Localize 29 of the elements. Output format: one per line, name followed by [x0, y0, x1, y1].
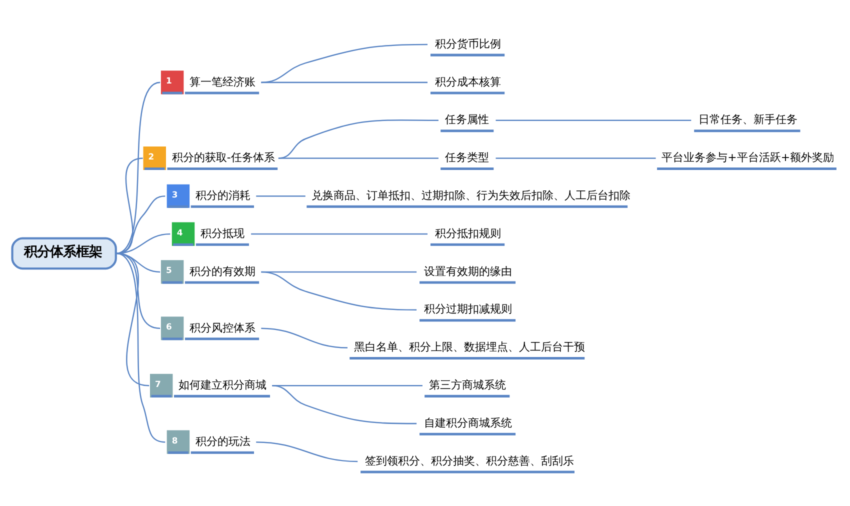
- node-text: 设置有效期的缘由: [424, 264, 512, 278]
- connector: [251, 233, 428, 235]
- connector: [256, 441, 358, 462]
- connector: [278, 119, 438, 159]
- node-box: 积分体系框架: [11, 237, 117, 270]
- node-text: 平台业务参与+平台活跃+额外奖励: [662, 151, 834, 164]
- node-text: 第三方商城系统: [429, 378, 506, 392]
- node-text: 积分成本核算: [435, 75, 502, 88]
- node-text: 日常任务、新手任务: [698, 113, 798, 126]
- connector: [496, 158, 656, 159]
- connector: [278, 158, 438, 159]
- connector: [116, 252, 166, 443]
- node-text: 兑换商品、订单抵扣、过期扣除、行为失效后扣除、人工后台扣除: [311, 189, 630, 202]
- node-text: 签到领积分、积分抽奖、积分慈善、刮刮乐: [365, 454, 574, 468]
- connector: [261, 271, 417, 310]
- node-text: 积分过期扣减规则: [424, 302, 512, 316]
- node-text: 任务类型: [445, 151, 490, 164]
- node-text: 黑白名单、积分上限、数据埋点、人工后台干预: [354, 340, 586, 354]
- node-text: 自建积分商城系统: [424, 416, 512, 430]
- node-text: 积分抵扣规则: [435, 226, 502, 240]
- connector: [272, 385, 417, 424]
- connector: [256, 196, 306, 197]
- node-text: 任务属性: [445, 113, 490, 126]
- connector: [261, 44, 428, 84]
- node-text: 积分货币比例: [435, 37, 502, 50]
- connector: [116, 233, 170, 254]
- connector: [261, 82, 428, 84]
- connector: [496, 120, 692, 121]
- connector: [261, 328, 348, 348]
